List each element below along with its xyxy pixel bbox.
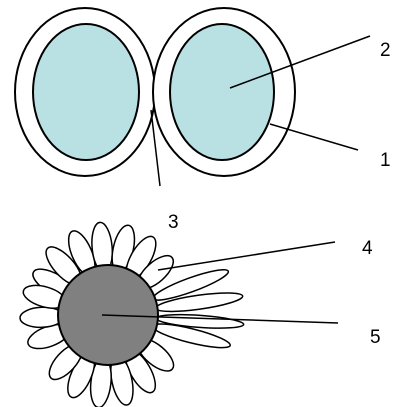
label-5: 5 <box>370 327 381 348</box>
label-4: 4 <box>362 238 373 259</box>
right-cell-inner <box>170 24 274 160</box>
label-2: 2 <box>380 40 391 61</box>
cell-pair <box>15 8 295 176</box>
label-1: 1 <box>380 150 391 171</box>
petal-structure <box>20 222 244 407</box>
left-cell-inner <box>33 24 139 160</box>
label-3: 3 <box>168 212 179 233</box>
leader-line-4 <box>158 242 335 270</box>
